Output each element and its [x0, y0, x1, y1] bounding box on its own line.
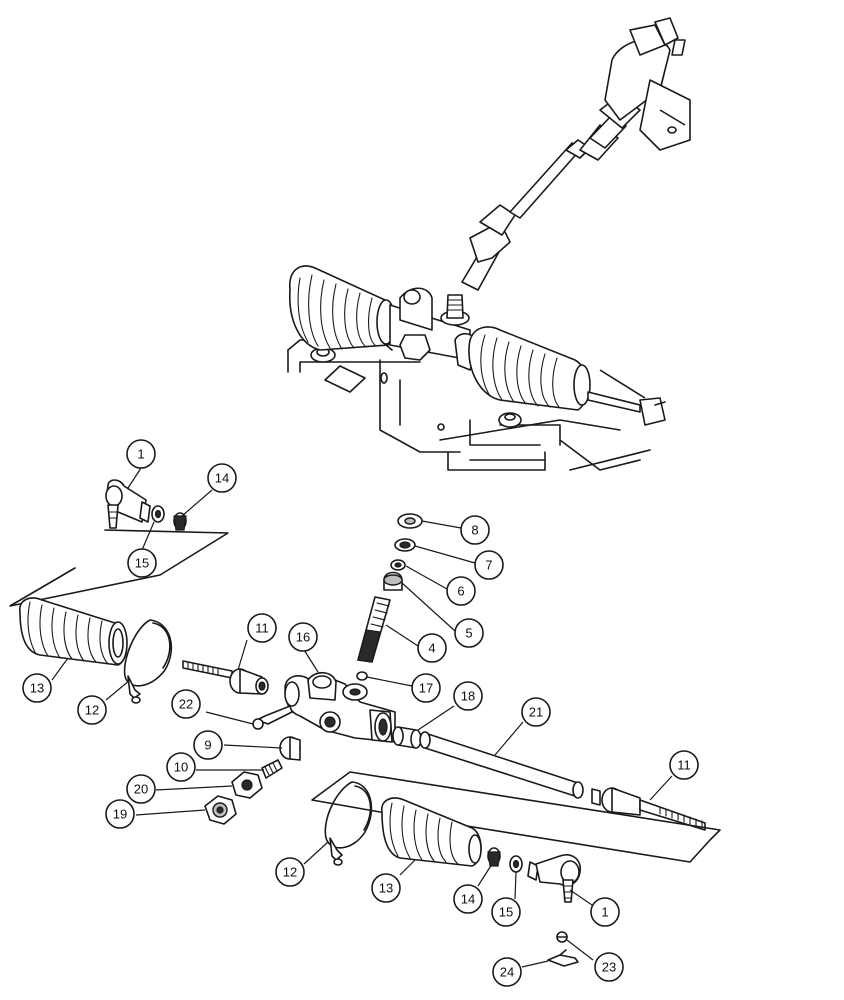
svg-text:1: 1 — [601, 905, 608, 920]
tie-rod-end-upper — [105, 479, 151, 529]
callout-6: 6 — [446, 576, 476, 606]
svg-text:14: 14 — [215, 471, 229, 486]
svg-text:20: 20 — [134, 782, 148, 797]
svg-text:12: 12 — [85, 703, 99, 718]
callout-15: 15 — [491, 897, 521, 927]
adjuster-stack — [204, 736, 301, 825]
part-callouts: 1 14 15 8 7 6 5 4 17 11 16 13 12 22 9 18… — [22, 439, 699, 987]
bushing-18 — [392, 726, 422, 749]
clamp-lower — [324, 781, 373, 866]
jam-nut-upper — [151, 505, 165, 523]
callout-24: 24 — [492, 957, 522, 987]
lower-tie-rod-end-group — [487, 847, 581, 967]
svg-text:6: 6 — [457, 584, 464, 599]
svg-text:5: 5 — [465, 626, 472, 641]
callout-14: 14 — [453, 884, 483, 914]
clamp-upper — [173, 512, 187, 531]
svg-text:8: 8 — [471, 523, 478, 538]
steering-column-shaft — [461, 17, 691, 291]
callout-10: 10 — [166, 752, 196, 782]
callout-4: 4 — [417, 633, 447, 663]
leader-lines — [51, 467, 673, 968]
svg-text:13: 13 — [30, 681, 44, 696]
svg-text:14: 14 — [461, 892, 475, 907]
svg-text:22: 22 — [179, 697, 193, 712]
callout-5: 5 — [454, 618, 484, 648]
svg-text:12: 12 — [283, 865, 297, 880]
callout-18: 18 — [453, 681, 483, 711]
inner-tie-rod-right — [591, 787, 706, 831]
svg-text:15: 15 — [135, 556, 149, 571]
callout-7: 7 — [474, 550, 504, 580]
callout-17: 17 — [411, 673, 441, 703]
callout-15: 15 — [127, 548, 157, 578]
svg-text:4: 4 — [428, 641, 435, 656]
svg-text:17: 17 — [419, 681, 433, 696]
right-bellows-boot-assembled — [468, 326, 666, 426]
callout-11: 11 — [669, 750, 699, 780]
rack-housing-assembled — [389, 287, 479, 371]
pinion-assembly — [356, 513, 423, 681]
callout-11: 11 — [247, 613, 277, 643]
assembled-steering-view — [287, 17, 691, 471]
callout-1: 1 — [126, 439, 156, 469]
svg-text:9: 9 — [204, 738, 211, 753]
svg-text:18: 18 — [461, 689, 475, 704]
svg-text:15: 15 — [499, 905, 513, 920]
callout-1: 1 — [590, 897, 620, 927]
svg-text:11: 11 — [677, 758, 691, 773]
svg-text:16: 16 — [296, 630, 310, 645]
lower-group-frame — [311, 771, 721, 863]
svg-text:21: 21 — [529, 705, 543, 720]
upper-tie-rod-end-group — [9, 479, 229, 607]
callout-9: 9 — [193, 730, 223, 760]
callout-12: 12 — [77, 695, 107, 725]
chassis-frame — [287, 339, 651, 471]
callout-8: 8 — [460, 515, 490, 545]
callout-21: 21 — [521, 697, 551, 727]
bolt-22 — [252, 705, 293, 730]
callout-12: 12 — [275, 857, 305, 887]
svg-text:23: 23 — [602, 960, 616, 975]
callout-22: 22 — [171, 689, 201, 719]
right-boot-exploded — [381, 797, 482, 867]
svg-text:10: 10 — [174, 760, 188, 775]
left-boot-exploded — [19, 597, 173, 704]
callout-13: 13 — [371, 873, 401, 903]
rack-housing-exploded — [284, 671, 396, 743]
callout-23: 23 — [594, 952, 624, 982]
svg-text:24: 24 — [500, 965, 514, 980]
svg-text:11: 11 — [255, 621, 269, 636]
svg-text:19: 19 — [113, 807, 127, 822]
callout-20: 20 — [126, 774, 156, 804]
callout-13: 13 — [22, 673, 52, 703]
inner-tie-rod-left — [182, 660, 269, 695]
svg-text:7: 7 — [485, 558, 492, 573]
svg-text:1: 1 — [137, 447, 144, 462]
left-bellows-boot-assembled — [289, 265, 397, 351]
callout-16: 16 — [288, 622, 318, 652]
rack-21 — [419, 731, 584, 799]
svg-text:13: 13 — [379, 881, 393, 896]
callout-19: 19 — [105, 799, 135, 829]
callout-14: 14 — [207, 463, 237, 493]
